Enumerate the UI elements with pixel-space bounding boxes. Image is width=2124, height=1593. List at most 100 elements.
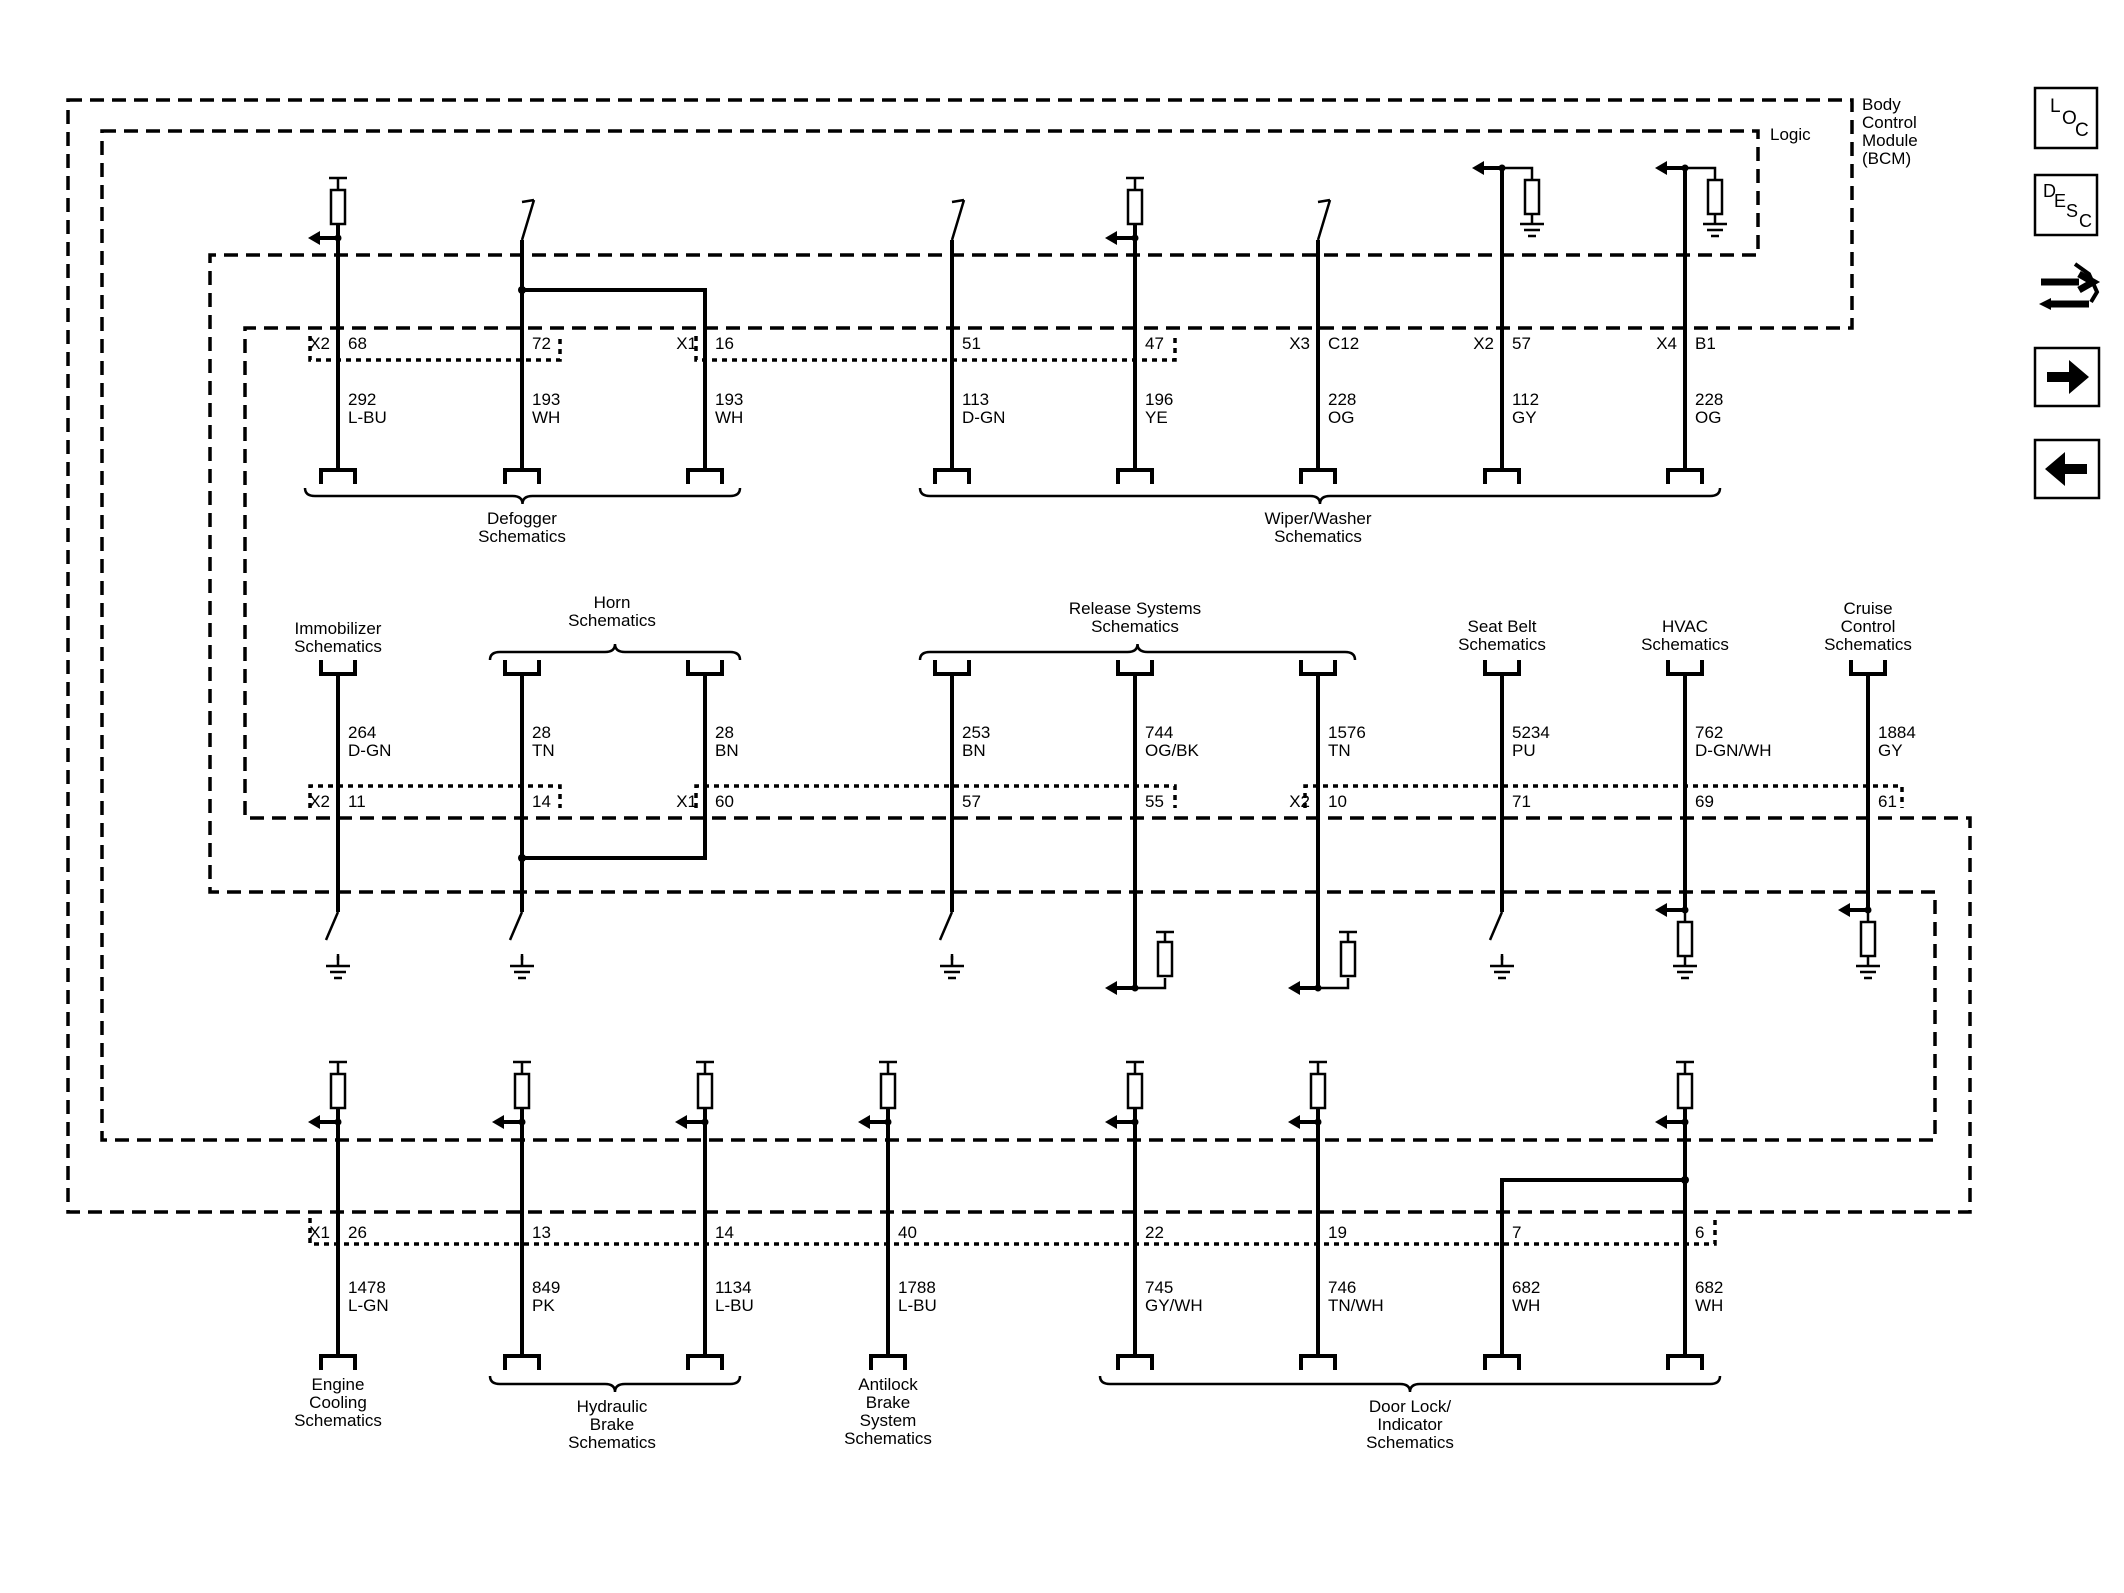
signal-arrowhead	[675, 1115, 687, 1129]
resistor-symbol	[1339, 940, 1357, 978]
wire-color-r1-47: YE	[1145, 408, 1168, 427]
signal-arrowhead	[1655, 903, 1667, 917]
connector-terminal	[933, 468, 971, 484]
connector-id-r1-68: X2	[309, 334, 330, 353]
wire-color-r3-13: PK	[532, 1296, 555, 1315]
connector-terminal	[1116, 468, 1154, 484]
horn-label-line-0: Horn	[594, 593, 631, 612]
resistor-symbol	[1309, 1072, 1327, 1110]
signal-arrowhead	[1105, 981, 1117, 995]
connector-terminal	[686, 660, 724, 676]
connector-terminal	[686, 468, 724, 484]
circuit-r3-19	[1288, 1060, 1337, 1370]
wire-color-r1-B1: OG	[1695, 408, 1721, 427]
circuit-number-r3-26: 1478	[348, 1278, 386, 1297]
resistor-symbol	[1676, 1072, 1694, 1110]
jumper-defogger	[522, 288, 707, 460]
module-name-line-0: Body	[1862, 95, 1901, 114]
resistor-symbol	[329, 1072, 347, 1110]
signal-arrowhead	[308, 1115, 320, 1129]
logic-boundary	[100, 129, 1937, 1142]
circuit-r2-57	[933, 660, 971, 980]
doorlock-label-line-2: Schematics	[1366, 1433, 1454, 1452]
left-arrow-icon	[2045, 452, 2087, 486]
signal-arrowhead	[1105, 231, 1117, 245]
circuit-number-r3-40: 1788	[898, 1278, 936, 1297]
pin-number-r3-14: 14	[715, 1223, 734, 1242]
pin-number-r2-61: 61	[1878, 792, 1897, 811]
connector-id-r2-11: X2	[309, 792, 330, 811]
previous-arrow-button[interactable]	[2033, 438, 2101, 500]
horn-label-line-1: Schematics	[568, 611, 656, 630]
power-source-symbol	[513, 1060, 531, 1074]
pin-number-r3-19: 19	[1328, 1223, 1347, 1242]
next-arrow-button[interactable]	[2033, 346, 2101, 408]
pin-number-r3-7: 7	[1512, 1223, 1521, 1242]
wiper-label-line-0: Wiper/Washer	[1264, 509, 1371, 528]
desc-letter-e: E	[2054, 191, 2066, 211]
circuit-number-r3-14: 1134	[715, 1278, 752, 1297]
switch-symbol	[324, 911, 340, 960]
ground-symbol	[1703, 214, 1727, 238]
pin-number-r2-11: 11	[348, 792, 366, 811]
jumper-horn	[522, 690, 707, 860]
wire-color-r3-14: L-BU	[715, 1296, 754, 1315]
circuit-number-r2-14: 28	[532, 723, 551, 742]
resistor-symbol	[1156, 940, 1174, 978]
wire	[1685, 166, 1717, 180]
description-button[interactable]: D E S C	[2033, 173, 2099, 237]
location-button[interactable]: L O C	[2033, 86, 2099, 150]
desc-letter-c: C	[2079, 211, 2092, 231]
pin-number-r2-10: 10	[1328, 792, 1347, 811]
pin-number-r1-16: 16	[715, 334, 734, 353]
engine-label-line-0: Engine	[312, 1375, 365, 1394]
connector-terminal	[1483, 1354, 1521, 1370]
antilock-label-line-3: Schematics	[844, 1429, 932, 1448]
switch-symbol	[950, 198, 966, 241]
power-source-symbol	[879, 1060, 897, 1074]
circuit-r3-14	[675, 1060, 724, 1370]
connector-terminal	[319, 468, 357, 484]
circuit-r1-72	[503, 198, 541, 484]
resistor-symbol	[1676, 920, 1694, 958]
antilock-label-line-2: System	[860, 1411, 917, 1430]
circuit-number-r2-10: 1576	[1328, 723, 1366, 742]
ground-symbol	[1856, 956, 1880, 980]
circuit-r1-57	[1472, 161, 1544, 484]
resistor-symbol	[1126, 188, 1144, 226]
signal-arrowhead	[492, 1115, 504, 1129]
pin-number-r2-60: 60	[715, 792, 734, 811]
connector-id-r1-B1: X4	[1656, 334, 1677, 353]
connector-id-r2-10: X2	[1289, 792, 1310, 811]
signal-arrowhead	[1655, 161, 1667, 175]
connector-band-x1-r2	[694, 784, 1177, 808]
seatbelt-label-line-1: Schematics	[1458, 635, 1546, 654]
ground-symbol	[1673, 956, 1697, 980]
circuit-number-r2-57: 253	[962, 723, 990, 742]
circuit-r3-22	[1105, 1060, 1154, 1370]
wire	[1502, 166, 1534, 180]
circuit-number-r3-22: 745	[1145, 1278, 1173, 1297]
immobilizer-label-line-1: Schematics	[294, 637, 382, 656]
wire-color-r3-6: WH	[1695, 1296, 1723, 1315]
group-brace	[918, 643, 1357, 661]
wire-color-r3-40: L-BU	[898, 1296, 937, 1315]
connector-tool-icon[interactable]	[2035, 258, 2101, 322]
doorlock-label-line-0: Door Lock/	[1369, 1397, 1451, 1416]
bcm-outer-boundary	[66, 98, 1972, 1214]
group-brace	[303, 487, 742, 505]
pin-number-r3-6: 6	[1695, 1223, 1704, 1242]
circuit-number-r3-7: 682	[1512, 1278, 1540, 1297]
wire-color-r2-69: D-GN/WH	[1695, 741, 1771, 760]
pin-number-r3-13: 13	[532, 1223, 551, 1242]
ground-symbol	[1520, 214, 1544, 238]
circuit-r1-68	[308, 176, 357, 484]
wire-color-r2-71: PU	[1512, 741, 1536, 760]
pin-number-r1-C12: C12	[1328, 334, 1359, 353]
circuit-number-r2-71: 5234	[1512, 723, 1550, 742]
release-label-line-0: Release Systems	[1069, 599, 1201, 618]
connector-terminal	[503, 468, 541, 484]
connector-id-r2-60: X1	[676, 792, 697, 811]
pin-number-r1-51: 51	[962, 334, 981, 353]
power-source-symbol	[1126, 176, 1144, 190]
